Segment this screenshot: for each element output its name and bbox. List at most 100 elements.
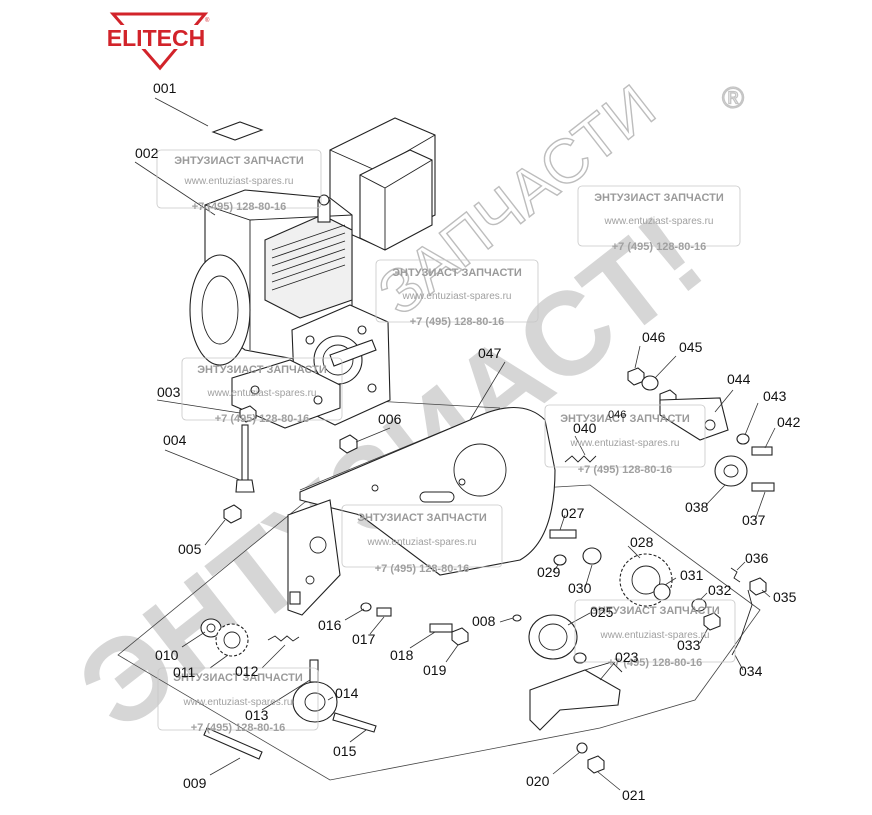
part-011-sprocket-hub [223, 631, 241, 649]
leader-034 [734, 654, 744, 671]
leader-030 [584, 564, 593, 589]
callout-047: 047 [478, 345, 502, 361]
callout-032: 032 [708, 582, 732, 598]
callout-028: 028 [630, 534, 654, 550]
part-029-washer [553, 554, 567, 566]
stamp-4-frame [181, 357, 343, 421]
callout-019: 019 [423, 662, 447, 678]
reducer-bolt-b [357, 325, 367, 335]
leader-045 [654, 355, 677, 379]
callout-044: 044 [727, 371, 751, 387]
stamp-4-phone: +7 (495) 128-80-16 [215, 413, 309, 425]
callout-018: 018 [390, 647, 414, 663]
part-043-washer [736, 433, 750, 445]
callout-014: 014 [335, 685, 359, 701]
callout-021: 021 [622, 787, 646, 803]
leader-023 [599, 661, 616, 681]
watermark-registered-mark: ® [722, 82, 744, 115]
stamp-2: ЭНТУЗИАСТ ЗАПЧАСТИ www.entuziast-spares.… [577, 185, 741, 253]
leader-017 [369, 616, 385, 635]
callout-029: 029 [537, 564, 561, 580]
stamp-1-phone: +7 (495) 128-80-16 [192, 201, 286, 213]
part-006-nut [339, 434, 358, 454]
leader-012 [261, 644, 286, 669]
engine-mount-base [231, 359, 341, 429]
stamp-3-url: www.entuziast-spares.ru [402, 291, 512, 302]
callout-001: 001 [153, 80, 177, 96]
stamp-3-frame [375, 259, 539, 323]
part-023-bracket [529, 669, 621, 731]
leader-009 [209, 757, 241, 776]
callout-042: 042 [777, 414, 801, 430]
stamp-8-title: ЭНТУЗИАСТ ЗАПЧАСТИ [173, 672, 303, 684]
part-027-bolt [549, 529, 577, 539]
stamp-5: ЭНТУЗИАСТ ЗАПЧАСТИ www.entuziast-spares.… [544, 404, 706, 476]
leader-004 [164, 449, 241, 481]
leader-033 [699, 627, 709, 644]
part-031-hub [653, 583, 671, 601]
callout-034: 034 [739, 663, 763, 679]
side-frame [287, 499, 341, 616]
callout-035: 035 [773, 589, 797, 605]
leader-002 [134, 161, 216, 216]
callout-038: 038 [685, 499, 709, 515]
part-005-nut [223, 504, 242, 524]
part-004-bolt-shank [241, 424, 249, 484]
leader-016 [344, 608, 365, 621]
part-037-bolt [751, 482, 775, 492]
part-019-nut [451, 627, 469, 646]
callout-011: 011 [173, 664, 196, 680]
stamp-4-url: www.entuziast-spares.ru [207, 388, 317, 399]
callout-025: 025 [590, 604, 614, 620]
drive-parts-left [200, 602, 469, 760]
leader-006 [355, 427, 391, 443]
callout-045: 045 [679, 339, 703, 355]
callout-020: 020 [526, 773, 550, 789]
part-032-washer [691, 598, 707, 612]
part-036-spring-clip [730, 567, 741, 583]
part-013-pin [309, 659, 319, 683]
frame-tab [289, 591, 301, 605]
cooling-fins [271, 224, 346, 291]
callout-031: 031 [680, 567, 704, 583]
stamp-6-url: www.entuziast-spares.ru [367, 537, 477, 548]
leader-021 [597, 771, 621, 791]
part-025-pulley-groove [538, 623, 568, 651]
stamp-7-frame [574, 599, 736, 663]
callout-037: 037 [742, 512, 766, 528]
stamp-7-phone: +7 (495) 128-80-16 [608, 657, 702, 669]
stamp-7: ЭНТУЗИАСТ ЗАПЧАСТИ www.entuziast-spares.… [574, 599, 736, 669]
drive-parts-right [549, 529, 767, 656]
engine-assembly [189, 117, 436, 429]
logo-wordmark: ELITECH [107, 25, 205, 51]
leader-010 [181, 631, 206, 648]
recoil-starter-rim [201, 275, 239, 345]
leader-046 [634, 345, 641, 369]
callout-010: 010 [155, 647, 179, 663]
stamp-2-url: www.entuziast-spares.ru [604, 216, 714, 227]
part-020-washer [576, 742, 588, 754]
mount-hole-a [250, 385, 260, 395]
leader-037 [754, 491, 766, 521]
belt-cover-hole-large [453, 443, 507, 497]
callout-023: 023 [615, 649, 639, 665]
part-042-bolt [751, 446, 773, 456]
air-filter-edges [359, 159, 433, 250]
stamp-7-url: www.entuziast-spares.ru [600, 630, 710, 641]
elitech-logo: ELITECH ® [104, 12, 210, 71]
stamp-2-frame [577, 185, 741, 247]
leader-036 [736, 561, 746, 571]
belt-cover [299, 406, 556, 576]
leader-003 [156, 399, 241, 414]
stamp-8-url: www.entuziast-spares.ru [183, 697, 293, 708]
part-008-ring [512, 614, 522, 622]
part-040-spring [564, 455, 597, 463]
leader-043 [744, 402, 759, 436]
recoil-starter-housing [189, 254, 251, 366]
callout-012: 012 [235, 663, 259, 679]
part-012-spring [267, 635, 300, 642]
logo-registered-mark: ® [205, 17, 210, 24]
leader-019 [445, 644, 459, 663]
leader-035 [761, 589, 771, 598]
